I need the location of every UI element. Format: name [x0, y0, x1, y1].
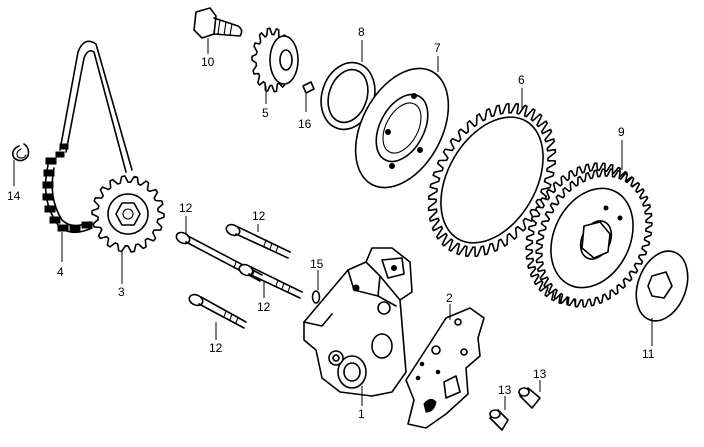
spline-washer [635, 250, 689, 322]
label-part-3: 3 [118, 285, 125, 299]
label-part-16: 16 [298, 117, 312, 131]
label-part-11: 11 [642, 347, 655, 361]
small-sprocket [251, 27, 299, 93]
leader-lines [13, 38, 653, 410]
flange-bolt [193, 7, 243, 39]
oil-pump-body [303, 247, 413, 397]
callout-labels: 14 4 3 10 5 16 8 7 6 9 11 12 12 12 12 15… [7, 25, 655, 421]
dowel [311, 290, 321, 304]
label-part-15: 15 [310, 257, 324, 271]
label-part-6: 6 [518, 73, 525, 87]
dowel-pin [302, 81, 315, 94]
label-part-9: 9 [618, 125, 625, 139]
label-part-8: 8 [358, 25, 365, 39]
chain-links [42, 143, 93, 233]
drive-sprocket [91, 175, 165, 253]
ring-gear [427, 103, 557, 258]
label-part-14: 14 [7, 189, 21, 203]
label-part-12b: 12 [252, 209, 266, 223]
label-part-13b: 13 [533, 367, 547, 381]
label-part-12d: 12 [209, 341, 223, 355]
label-part-4: 4 [57, 265, 64, 279]
bolt-c [238, 263, 303, 299]
circlip [12, 143, 30, 162]
pump-bolts [175, 223, 303, 329]
dowel-pin-a [489, 409, 509, 431]
label-part-12a: 12 [179, 201, 193, 215]
label-part-7: 7 [434, 41, 441, 55]
label-part-10: 10 [201, 55, 215, 69]
bolt-b [225, 223, 291, 259]
dowel-pin-b [518, 387, 541, 409]
label-part-12c: 12 [257, 300, 271, 314]
dowel-pins [489, 387, 541, 431]
drive-chain [42, 40, 133, 234]
label-part-2: 2 [446, 291, 453, 305]
label-part-13a: 13 [498, 383, 512, 397]
label-part-5: 5 [262, 106, 269, 120]
label-part-1: 1 [358, 407, 365, 421]
driven-gear [525, 162, 653, 308]
pump-cover [405, 307, 485, 429]
driven-plate [354, 67, 450, 189]
bolt-d [188, 293, 247, 329]
